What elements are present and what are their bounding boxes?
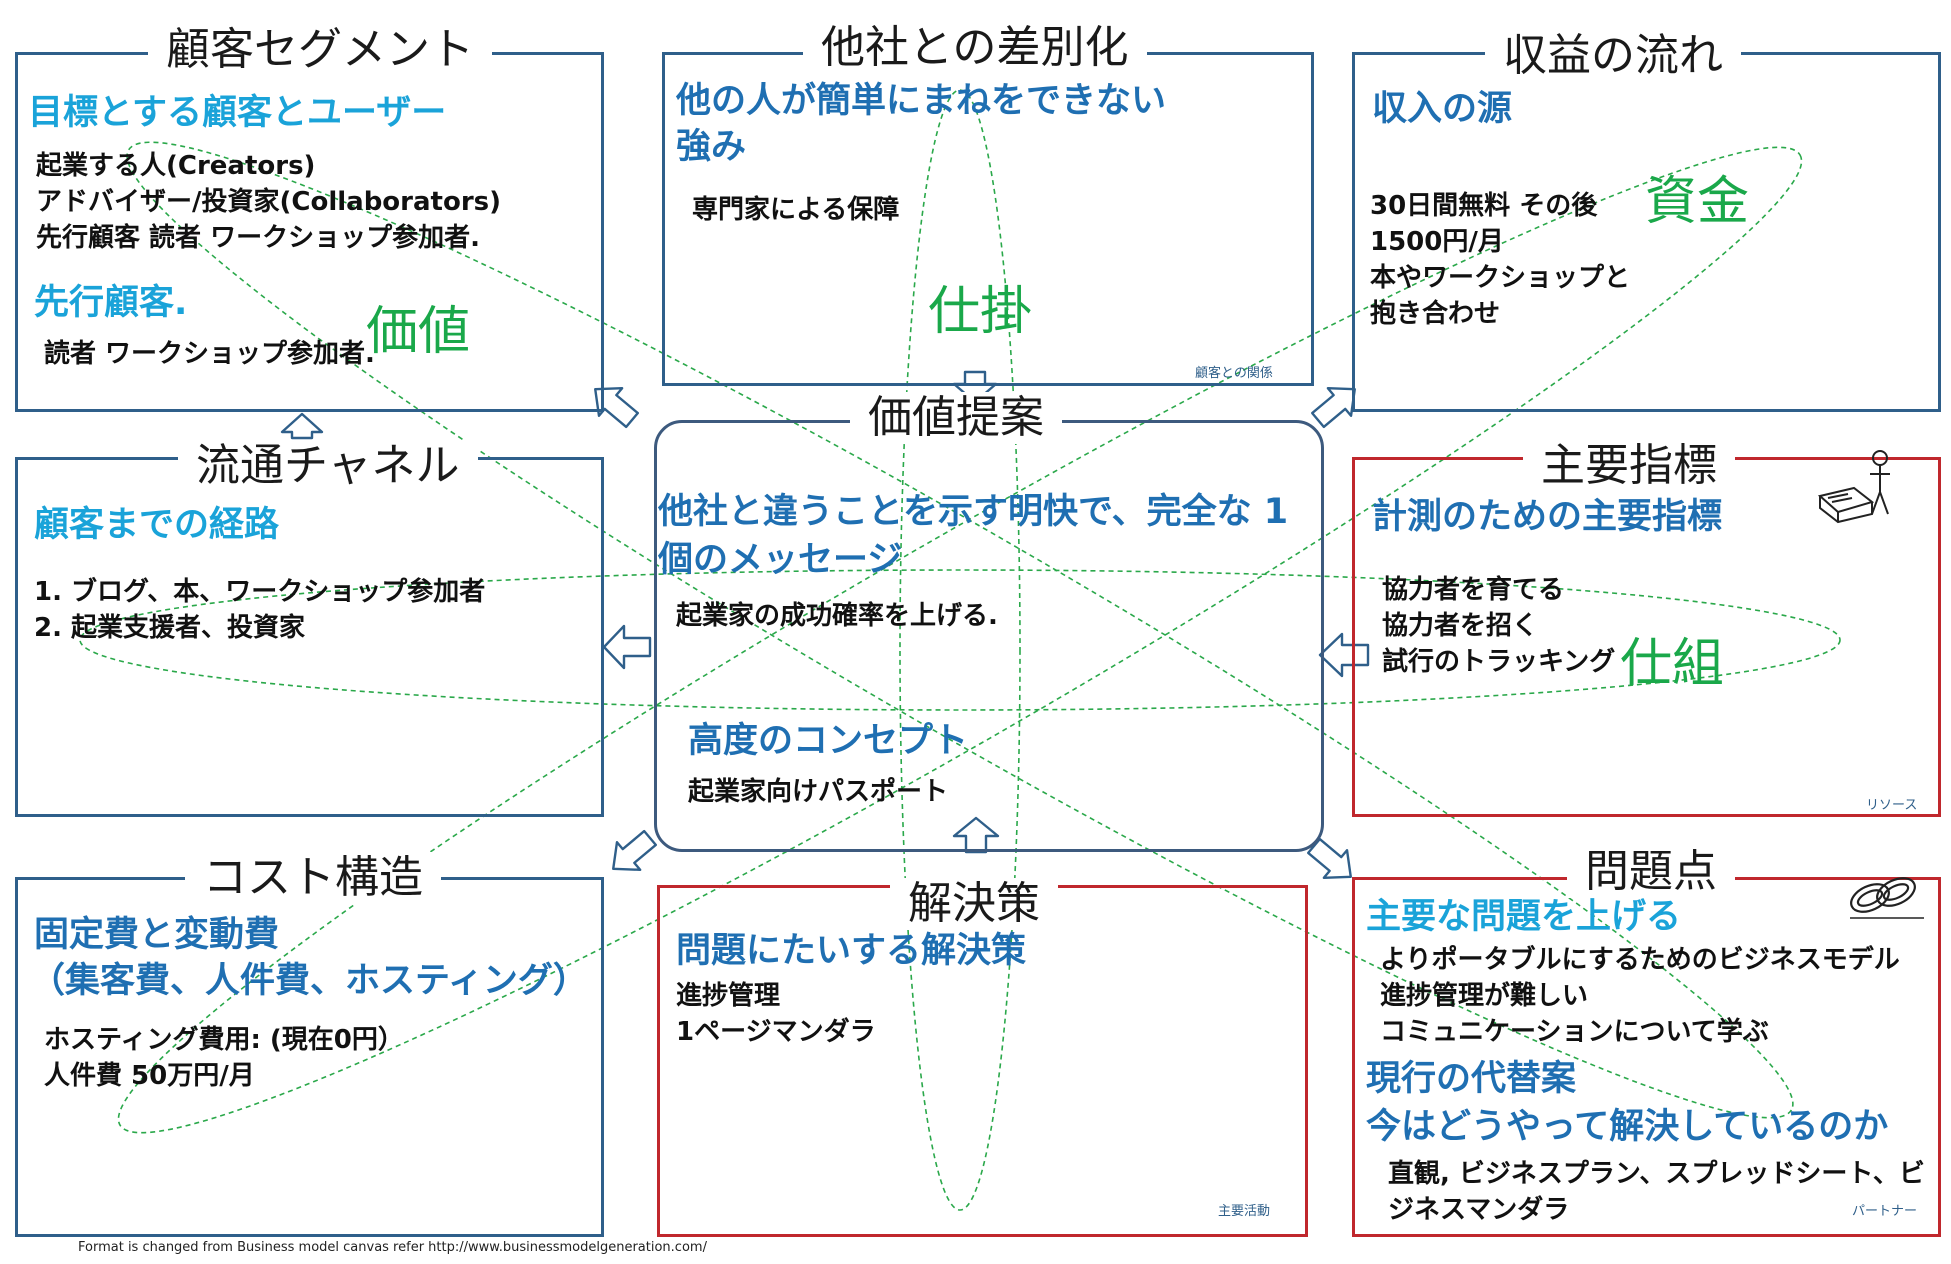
value-proposition-subline: 起業家向けパスポート — [688, 777, 949, 807]
solution-lines: 進捗管理 1ページマンダラ — [676, 978, 876, 1050]
text-line: アドバイザー/投資家(Collaborators) — [36, 187, 502, 217]
label-structure: 仕組 — [1620, 634, 1725, 694]
cost-structure-heading: 固定費と変動費 — [34, 915, 280, 955]
text-line: 試行のトラッキング — [1382, 647, 1616, 677]
arrow-left-icon — [602, 624, 652, 670]
cost-structure-heading-2: （集客費、人件費、ホスティング） — [30, 961, 588, 1001]
differentiation-title: 他社との差別化 — [803, 22, 1147, 74]
problem-corner-label: パートナー — [1852, 1204, 1918, 1219]
text-line: 協力者を育てる — [1382, 575, 1565, 605]
cost-structure-title: コスト構造 — [185, 852, 441, 904]
footer-note: Format is changed from Business model ca… — [78, 1240, 707, 1255]
text-line: 1500円/月 — [1370, 227, 1504, 257]
label-mechanism: 仕掛 — [928, 282, 1033, 342]
text-line: 2. 起業支援者、投資家 — [34, 613, 306, 643]
problem-lines: よりポータブルにするためのビジネスモデル 進捗管理が難しい コミュニケーションに… — [1380, 942, 1900, 1050]
text-line: ホスティング費用: (現在0円） — [44, 1025, 404, 1055]
text-line: 協力者を招く — [1382, 611, 1539, 641]
customer-segment-lines: 起業する人(Creators) アドバイザー/投資家(Collaborators… — [36, 148, 501, 256]
customer-segment-title: 顧客セグメント — [148, 24, 492, 76]
solution-heading: 問題にたいする解決策 — [676, 931, 1027, 971]
person-at-machine-icon — [1817, 450, 1890, 524]
text-line: 1. ブログ、本、ワークショップ参加者 — [34, 577, 486, 607]
text-line: よりポータブルにするためのビジネスモデル — [1380, 945, 1900, 975]
text-line: 30日間無料 その後 — [1370, 191, 1598, 221]
text-line: 本やワークショップと — [1370, 263, 1631, 293]
key-metrics-corner-label: リソース — [1866, 798, 1918, 813]
differentiation-corner-label: 顧客との関係 — [1195, 366, 1273, 381]
customer-segment-subheading: 先行顧客. — [34, 283, 188, 323]
key-metrics-lines: 協力者を育てる 協力者を招く 試行のトラッキング — [1382, 572, 1615, 680]
problem-lines-2: 直観, ビジネスプラン、スプレッドシート、ビ ジネスマンダラ — [1388, 1156, 1925, 1228]
customer-segment-heading: 目標とする顧客とユーザー — [28, 93, 447, 133]
text-line: 起業する人(Creators) — [36, 151, 316, 181]
text-line: 進捗管理 — [676, 981, 781, 1011]
value-proposition-title: 価値提案 — [850, 392, 1062, 444]
revenue-title: 収益の流れ — [1485, 30, 1741, 82]
arrow-up-icon — [280, 412, 324, 440]
customer-segment-subline: 読者 ワークショップ参加者. — [44, 339, 375, 369]
revenue-lines: 30日間無料 その後 1500円/月 本やワークショップと 抱き合わせ — [1370, 188, 1630, 332]
solution-corner-label: 主要活動 — [1218, 1204, 1271, 1219]
text-line: 先行顧客 読者 ワークショップ参加者. — [36, 223, 480, 253]
text-line: 人件費 50万円/月 — [44, 1061, 255, 1091]
differentiation-line: 専門家による保障 — [692, 195, 900, 225]
problem-heading: 主要な問題を上げる — [1366, 897, 1682, 937]
key-metrics-heading: 計測のための主要指標 — [1372, 497, 1723, 537]
key-metrics-title: 主要指標 — [1523, 440, 1735, 492]
channels-title: 流通チャネル — [178, 440, 478, 492]
label-funds: 資金 — [1645, 172, 1750, 232]
differentiation-heading: 他の人が簡単にまねをできない強み — [676, 81, 1167, 167]
cost-structure-lines: ホスティング費用: (現在0円） 人件費 50万円/月 — [44, 1022, 404, 1094]
text-line: 抱き合わせ — [1370, 299, 1501, 329]
problem-title: 問題点 — [1567, 846, 1735, 898]
arrow-diagonal-icon — [612, 829, 657, 871]
text-line: 直観, ビジネスプラン、スプレッドシート、ビ — [1388, 1159, 1925, 1189]
revenue-heading: 収入の源 — [1372, 89, 1513, 129]
text-line: コミュニケーションについて学ぶ — [1380, 1017, 1769, 1047]
problem-heading-3: 今はどうやって解決しているのか — [1366, 1107, 1889, 1147]
value-proposition-heading: 他社と違うことを示す明快で、完全な 1個のメッセージ — [658, 492, 1289, 580]
problem-heading-2: 現行の代替案 — [1366, 1059, 1577, 1099]
text-line: 進捗管理が難しい — [1380, 981, 1589, 1011]
text-line: 1ページマンダラ — [676, 1017, 876, 1047]
value-proposition-line: 起業家の成功確率を上げる. — [676, 601, 998, 631]
label-value: 価値 — [366, 302, 471, 362]
value-proposition-subheading: 高度のコンセプト — [688, 721, 969, 761]
solution-title: 解決策 — [890, 878, 1058, 930]
channels-heading: 顧客までの経路 — [34, 505, 280, 545]
chain-links-icon — [1850, 877, 1924, 919]
channels-lines: 1. ブログ、本、ワークショップ参加者 2. 起業支援者、投資家 — [34, 574, 485, 646]
text-line: ジネスマンダラ — [1388, 1195, 1570, 1225]
